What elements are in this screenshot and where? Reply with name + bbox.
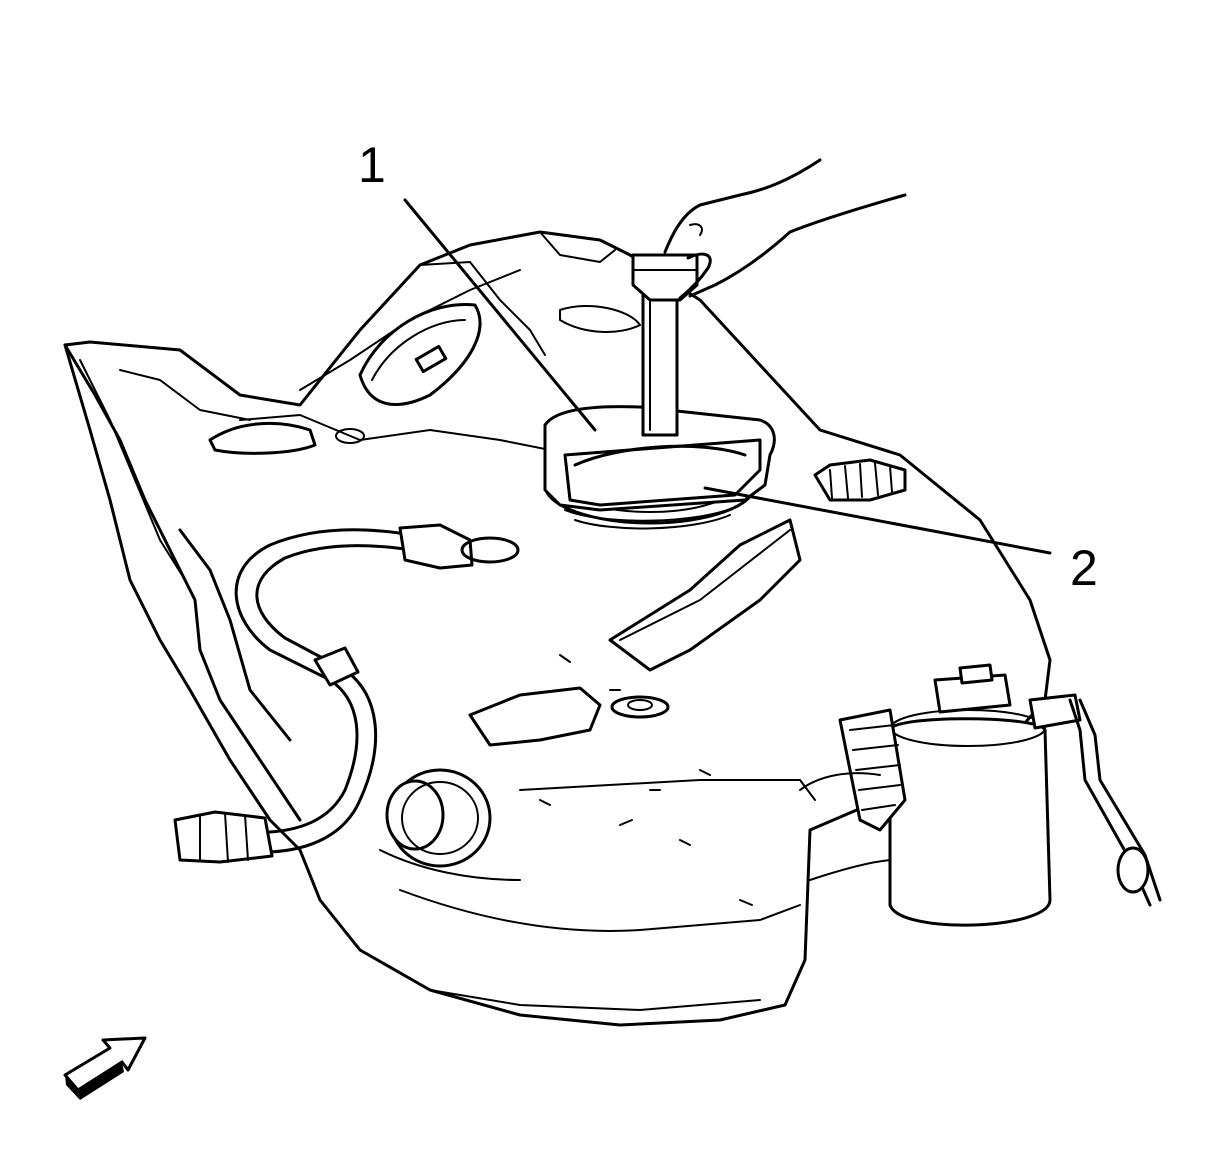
callout-label-1: 1 [358,137,386,193]
filler-neck [385,768,492,868]
leader-line-2 [703,486,1052,555]
leader-line-1 [403,198,597,432]
callout-label-2: 2 [1070,540,1098,596]
fuel-hose [173,523,520,864]
technician-hand [663,158,907,300]
callout-2: 2 [703,486,1098,596]
direction-arrow-icon [63,1036,147,1100]
callout-1: 1 [358,137,597,432]
evap-canister [799,663,1162,927]
lock-ring-spanner-tool [543,253,776,512]
fuel-tank [63,230,1052,1027]
electrical-connector [813,458,907,502]
